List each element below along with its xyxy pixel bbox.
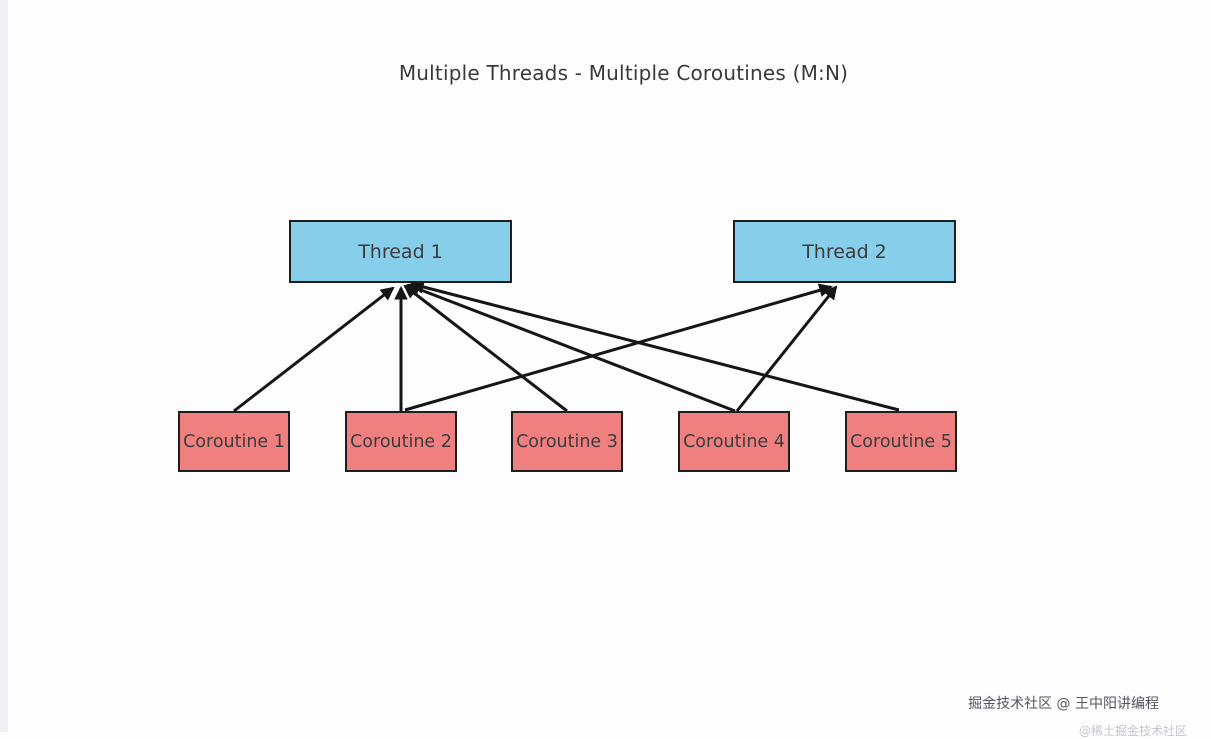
thread-1-label: Thread 1 [358,240,443,263]
edge-c4-t2 [735,285,838,412]
edge-c2-t2 [404,283,833,412]
edge-c5-t1 [409,280,900,412]
thread-2-node: Thread 2 [733,220,956,283]
watermark-juejin: @稀土掘金技术社区 [1078,724,1187,738]
coroutine-1-label: Coroutine 1 [183,431,285,452]
edge-c3-t1 [403,284,568,413]
coroutine-4-node: Coroutine 4 [678,411,790,472]
thread-2-label: Thread 2 [802,240,887,263]
thread-1-node: Thread 1 [289,220,512,283]
watermark-community-author: 掘金技术社区 @ 王中阳讲编程 [968,696,1159,712]
edge-c1-t1 [233,286,395,413]
coroutine-2-node: Coroutine 2 [345,411,457,472]
coroutine-3-node: Coroutine 3 [511,411,623,472]
left-edge-strip [0,0,8,732]
coroutine-5-node: Coroutine 5 [845,411,957,472]
coroutine-2-label: Coroutine 2 [350,431,452,452]
coroutine-4-label: Coroutine 4 [683,431,785,452]
edge-c4-t1 [406,282,736,413]
coroutine-1-node: Coroutine 1 [178,411,290,472]
coroutine-5-label: Coroutine 5 [850,431,952,452]
coroutine-3-label: Coroutine 3 [516,431,618,452]
page-title: Multiple Threads - Multiple Coroutines (… [398,61,849,85]
